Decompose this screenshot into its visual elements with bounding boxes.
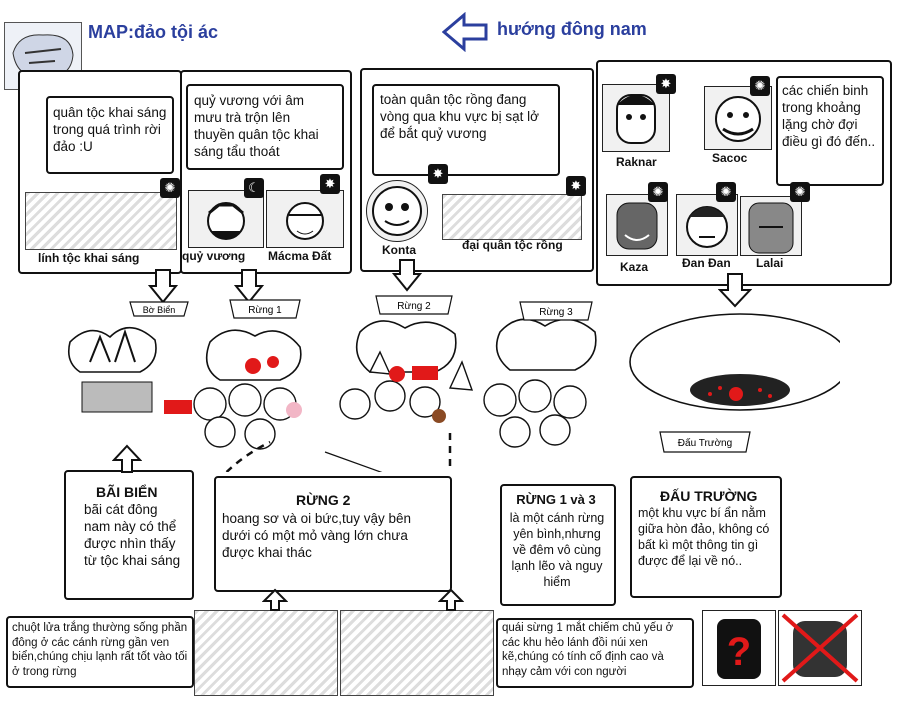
crossed-out-portrait [778, 610, 862, 686]
flame-icon: ✸ [320, 174, 340, 194]
sun-icon: ✺ [716, 182, 736, 202]
mystery-portrait: ? [702, 610, 776, 686]
dragon-army-drawing [442, 194, 582, 240]
clan-textbox [46, 96, 174, 174]
beach-text: bãi cát đông nam này có thể được nhìn th… [84, 502, 181, 568]
down-arrow-icon [391, 258, 423, 292]
direction-label: hướng đông nam [497, 19, 647, 39]
island-map-sketch [67, 295, 840, 472]
horned-note-box [496, 618, 694, 688]
warriors-text: các chiến binh trong khoảng lặng chờ đợi… [782, 83, 876, 149]
lalai-portrait [740, 196, 802, 256]
raknar-portrait [602, 84, 670, 152]
magma-caption: Mácma Đất [268, 249, 332, 263]
banner-beach: Bờ Biển [143, 305, 175, 315]
forest2-title: RỪNG 2 [296, 492, 351, 508]
up-arrow-icon [437, 588, 465, 612]
map-title: MAP:đảo tội ác [88, 22, 219, 42]
flame-icon: ✸ [656, 74, 676, 94]
banner-arena: Đấu Trường [678, 437, 732, 449]
clan-caption: lính tộc khai sáng [38, 251, 140, 265]
banner-forest-3: Rừng 3 [539, 307, 573, 318]
down-arrow-icon [147, 268, 179, 304]
sacoc-caption: Sacoc [712, 151, 748, 165]
rats-note-text: chuột lửa trắng thường sống phần đông ở … [12, 622, 188, 678]
map-banner-labels: Bờ Biển Rừng 1 Rừng 2 Rừng 3 Đấu Trường [143, 301, 732, 449]
demon-king-portrait [188, 190, 264, 248]
up-arrow-icon [261, 588, 289, 612]
raknar-caption: Raknar [616, 155, 657, 169]
dragons-text: toàn quân tộc rồng đang vòng qua khu vực… [380, 92, 539, 141]
forest13-info-box [500, 484, 616, 606]
arena-text: một khu vực bí ẩn nằm giữa hòn đảo, khôn… [638, 506, 770, 568]
kaza-portrait [606, 194, 668, 256]
demon-king-text: quỷ vương với âm mưu trà trộn lên thuyền… [194, 93, 319, 159]
clan-text: quân tộc khai sáng trong quá trình rời đ… [53, 105, 167, 154]
flame-icon: ✸ [566, 176, 586, 196]
banner-forest-1: Rừng 1 [248, 305, 282, 316]
down-arrow-icon [717, 272, 753, 308]
svg-text:?: ? [727, 630, 751, 674]
rats-note-box [6, 616, 194, 688]
magma-portrait [266, 190, 344, 248]
forest2-text: hoang sơ và oi bức,tuy vậy bên dưới có m… [222, 511, 411, 560]
sun-icon: ✺ [648, 182, 668, 202]
down-arrow-icon [233, 268, 265, 304]
clan-soldiers-drawing [25, 192, 177, 250]
warriors-textbox [776, 76, 884, 186]
dan-dan-caption: Đan Đan [682, 256, 731, 270]
fire-rats-drawing [194, 610, 338, 696]
horned-note-text: quái sừng 1 mắt chiếm chủ yếu ở các khu … [502, 622, 674, 678]
sun-icon: ✺ [160, 178, 180, 198]
dragon-army-caption: đại quân tộc rồng [462, 238, 563, 252]
flame-icon: ✸ [428, 164, 448, 184]
demon-king-caption: quỷ vương [182, 249, 246, 263]
left-arrow-icon [441, 11, 488, 53]
beach-info-box [64, 470, 194, 600]
demon-king-textbox [186, 84, 344, 170]
arena-info-box [630, 476, 782, 598]
banner-forest-2: Rừng 2 [397, 301, 431, 312]
konta-portrait [366, 180, 428, 242]
moon-icon: ☾ [244, 178, 264, 198]
beach-title: BÃI BIỂN [96, 484, 158, 500]
arena-title: ĐẤU TRƯỜNG [660, 488, 758, 504]
forest13-text: là một cánh rừng yên bình,nhưng về đêm v… [509, 511, 605, 589]
konta-caption: Konta [382, 243, 416, 257]
horned-monsters-drawing [340, 610, 494, 696]
dan-dan-portrait [676, 194, 738, 256]
forest13-title: RỪNG 1 và 3 [516, 492, 596, 507]
sacoc-portrait [704, 86, 772, 150]
lalai-caption: Lalai [756, 256, 784, 270]
sun-icon: ✺ [790, 182, 810, 202]
kaza-caption: Kaza [620, 260, 649, 274]
dragons-textbox [372, 84, 560, 176]
forest2-info-box [214, 476, 452, 592]
up-arrow-icon [111, 444, 143, 474]
sun-icon: ✺ [750, 76, 770, 96]
